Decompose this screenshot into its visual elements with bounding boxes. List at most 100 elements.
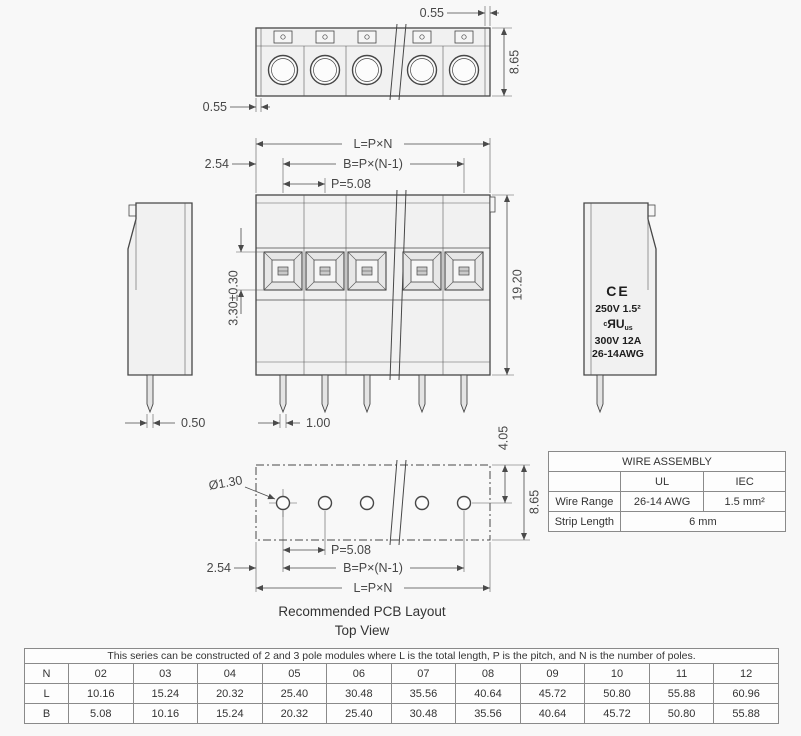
l-value: 30.48 [326, 683, 392, 704]
dim-label-pcb-between: B=P×(N-1) [343, 561, 403, 575]
rating-voltage-2: 300V 12A [595, 335, 642, 347]
dim-label-bottom-gap: 0.55 [203, 100, 227, 114]
pcb-hole [359, 495, 375, 511]
terminal-opening [263, 251, 303, 291]
ul-recognized-mark: cЯUus [603, 317, 632, 332]
b-value: 55.88 [713, 703, 779, 724]
wire-assembly-col-iec: IEC [703, 471, 786, 492]
b-value: 40.64 [519, 703, 586, 724]
dim-label-pin-width: 1.00 [306, 416, 330, 430]
n-value: 05 [261, 663, 328, 684]
l-value: 45.72 [519, 683, 586, 704]
solder-pin [321, 374, 329, 414]
n-value: 10 [584, 663, 650, 684]
solder-pin [418, 374, 426, 414]
rating-wire-gauge: 26-14AWG [592, 348, 644, 360]
row-label-n: N [24, 663, 69, 684]
l-value: 25.40 [261, 683, 328, 704]
l-value: 20.32 [197, 683, 263, 704]
dim-label-between: B=P×(N-1) [343, 157, 403, 171]
b-value: 15.24 [197, 703, 263, 724]
solder-pin [460, 374, 468, 414]
rating-voltage-1: 250V 1.5² [595, 303, 641, 315]
top-view: 0.55 8.65 0.55 [203, 6, 521, 114]
strip-length-value: 6 mm [619, 511, 787, 532]
table-note: This series can be constructed of 2 and … [24, 648, 779, 664]
screw-head [267, 54, 299, 86]
n-value: 04 [197, 663, 263, 684]
pcb-caption-line1: Recommended PCB Layout [278, 604, 446, 619]
wire-assembly-col-ul: UL [619, 471, 705, 492]
b-value: 5.08 [68, 703, 134, 724]
b-value: 30.48 [390, 703, 457, 724]
wire-assembly-blank-cell [548, 471, 621, 492]
break-line [398, 23, 407, 101]
b-value: 35.56 [455, 703, 521, 724]
pcb-hole [275, 495, 291, 511]
solder-pin [146, 374, 154, 414]
clamp-slot-row [273, 30, 474, 44]
n-value: 11 [648, 663, 715, 684]
pcb-outline [255, 464, 491, 541]
screw-head [448, 54, 480, 86]
ul-mark-c: c [603, 321, 607, 328]
dim-label-pcb-offset: 2.54 [207, 561, 231, 575]
l-value: 10.16 [68, 683, 134, 704]
l-value: 40.64 [455, 683, 521, 704]
b-value: 45.72 [584, 703, 650, 724]
solder-pins [279, 374, 468, 414]
side-profile [583, 202, 657, 376]
screw-head [309, 54, 341, 86]
pcb-hole [414, 495, 430, 511]
front-view: L=P×N B=P×(N-1) 2.54 P=5.08 [125, 137, 524, 430]
pcb-layout-view: Ø1.30 4.05 8.65 P=5.08 B=P×(N-1) 2.54 L=… [207, 426, 542, 638]
terminal-opening [402, 251, 442, 291]
ce-mark: CE [606, 283, 629, 299]
terminal-opening [305, 251, 345, 291]
b-value: 25.40 [326, 703, 392, 724]
pole-dimensions-table: This series can be constructed of 2 and … [24, 648, 779, 724]
screw-head-row [267, 54, 480, 86]
wire-assembly-table: WIRE ASSEMBLY UL IEC Wire Range 26-14 AW… [548, 451, 787, 532]
pcb-holes [269, 489, 472, 517]
dim-label-pcb-total: L=P×N [354, 581, 393, 595]
right-side-view: CE 250V 1.5² cЯUus 300V 12A 26-14AWG [583, 202, 657, 414]
screw-head [406, 54, 438, 86]
pcb-hole [456, 495, 472, 511]
n-value: 12 [713, 663, 779, 684]
dim-label-pcb-pitch: P=5.08 [331, 543, 371, 557]
dim-label-top-gap: 0.55 [420, 6, 444, 20]
break-line [389, 189, 398, 381]
l-value: 35.56 [390, 683, 457, 704]
n-value: 07 [390, 663, 457, 684]
b-value: 20.32 [261, 703, 328, 724]
break-line [389, 459, 398, 546]
wire-range-ul-value: 26-14 AWG [619, 491, 705, 512]
n-value: 08 [455, 663, 521, 684]
dim-label-pin-thickness: 0.50 [181, 416, 205, 430]
latch-tab [128, 204, 137, 217]
solder-pin [363, 374, 371, 414]
dim-label-pcb-height: 8.65 [527, 490, 541, 514]
side-profile [127, 202, 193, 376]
dim-label-top-height: 8.65 [507, 50, 521, 74]
break-line [398, 459, 407, 546]
row-label-l: L [24, 683, 69, 704]
break-line [389, 23, 398, 101]
dim-label-opening-height: 3.30±0.30 [226, 270, 240, 326]
l-value: 15.24 [132, 683, 199, 704]
solder-pin [279, 374, 287, 414]
n-value: 03 [132, 663, 199, 684]
row-label-b: B [24, 703, 69, 724]
dim-label-hole-offset: 4.05 [496, 426, 510, 450]
wire-range-iec-value: 1.5 mm² [703, 491, 786, 512]
ul-mark-us: us [625, 325, 633, 332]
b-value: 50.80 [648, 703, 715, 724]
dim-label-body-height: 19.20 [510, 269, 524, 300]
n-value: 09 [519, 663, 586, 684]
screw-head [351, 54, 383, 86]
terminal-opening [347, 251, 387, 291]
wire-range-label: Wire Range [548, 491, 621, 512]
